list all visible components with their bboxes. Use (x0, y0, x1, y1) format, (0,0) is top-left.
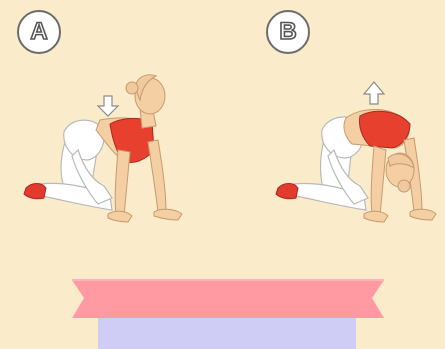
ribbon-lavender-panel (98, 316, 356, 349)
ribbon-pink-banner (72, 280, 384, 318)
